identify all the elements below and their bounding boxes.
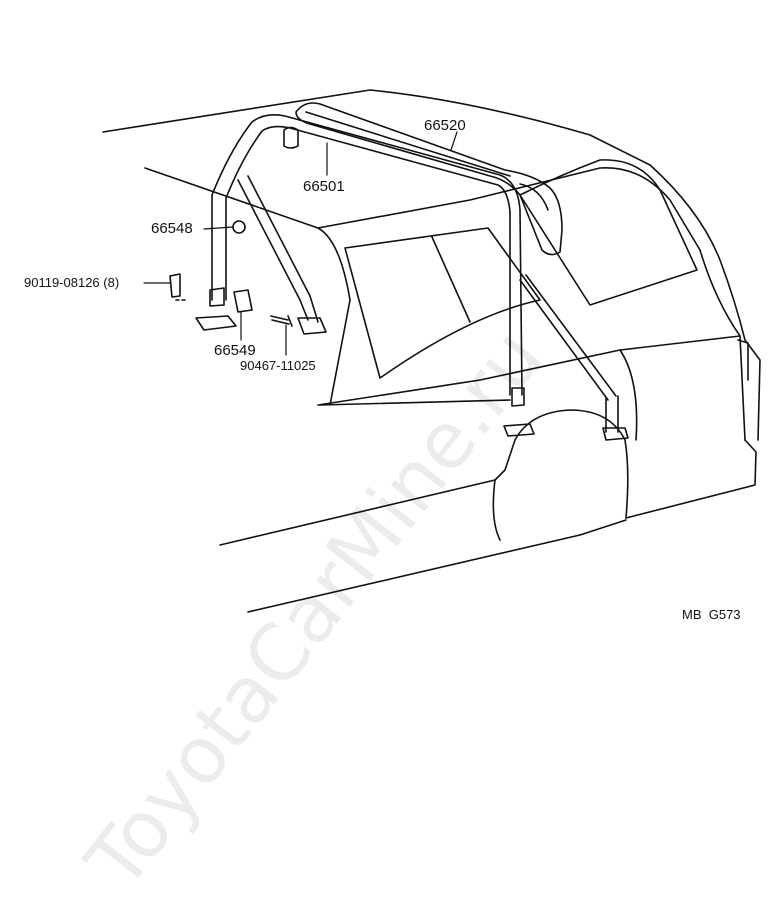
cap-part [232, 220, 246, 234]
callout-bracket: 66549 [214, 342, 256, 359]
callout-roll-bar: 66520 [424, 117, 466, 134]
vehicle-body [102, 89, 761, 613]
figure-code: MB G573 [682, 607, 741, 622]
leader-lines [143, 131, 458, 356]
roll-bar-pad [283, 102, 563, 256]
callout-screw: 90467-11025 [240, 358, 316, 373]
callout-roll-bar-pad: 66501 [303, 178, 345, 195]
roll-bar [211, 114, 619, 433]
base-plates [195, 287, 629, 441]
callout-bolt: 90119-08126 (8) [24, 275, 120, 290]
callout-cap: 66548 [151, 220, 193, 237]
